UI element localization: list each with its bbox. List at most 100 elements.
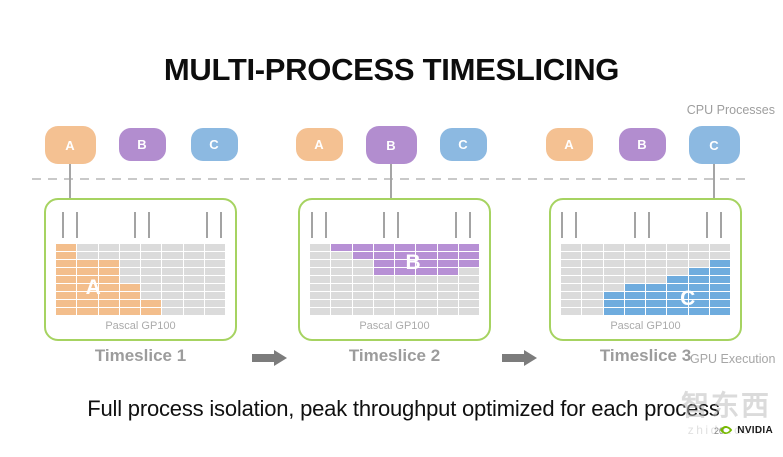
- gpu-queue-tick: [455, 212, 457, 238]
- gpu-grid-cell: [688, 252, 709, 259]
- chip-label: Pascal GP100: [610, 320, 681, 332]
- gpu-queue-tick: [325, 212, 327, 238]
- gpu-grid-cell: [310, 268, 331, 275]
- gpu-grid-cell: [688, 268, 709, 275]
- gpu-grid-cell: [119, 260, 140, 267]
- gpu-grid-cell: [373, 284, 394, 291]
- process-bubble-a: A: [44, 126, 96, 164]
- gpu-grid-cell: [331, 244, 352, 251]
- gpu-grid-cell: [119, 308, 140, 315]
- gpu-grid-cell: [141, 260, 162, 267]
- gpu-queue-tick: [311, 212, 313, 238]
- gpu-grid-cell: [183, 300, 204, 307]
- gpu-grid-cell: [667, 252, 688, 259]
- gpu-grid-cell: [624, 284, 645, 291]
- page-number: 20: [713, 426, 724, 436]
- gpu-grid-cell: [98, 276, 119, 283]
- summary-text: Full process isolation, peak throughput …: [87, 396, 720, 421]
- gpu-grid-cell: [56, 300, 77, 307]
- gpu-grid-cell: [183, 276, 204, 283]
- cpu-gpu-divider-line: [32, 178, 752, 180]
- gpu-grid-cell: [416, 300, 437, 307]
- gpu-queue-tick: [634, 212, 636, 238]
- gpu-queue-tick: [62, 212, 64, 238]
- gpu-queue-tick: [220, 212, 222, 238]
- gpu-grid-cell: [646, 260, 667, 267]
- gpu-grid-cell: [352, 252, 373, 259]
- gpu-grid-cell: [582, 284, 603, 291]
- gpu-grid-cell: [204, 284, 225, 291]
- arrow-right-icon: [252, 354, 274, 362]
- watermark: 智东西 zhidx.com: [670, 389, 782, 437]
- watermark-cn-text: 智东西: [680, 390, 771, 421]
- gpu-grid-cell: [561, 260, 582, 267]
- gpu-grid-cell: [141, 284, 162, 291]
- connector-line: [69, 164, 71, 207]
- gpu-queue-tick: [720, 212, 722, 238]
- gpu-grid-cell: [709, 308, 730, 315]
- gpu-grid-cell: [667, 284, 688, 291]
- gpu-queue-tick: [575, 212, 577, 238]
- gpu-grid-cell: [646, 268, 667, 275]
- gpu-grid-cell: [204, 244, 225, 251]
- gpu-grid-cell: [98, 300, 119, 307]
- gpu-grid-cell: [141, 300, 162, 307]
- gpu-grid-cell: [582, 260, 603, 267]
- gpu-grid-cell: [646, 244, 667, 251]
- gpu-grid-cell: [395, 300, 416, 307]
- gpu-grid-cell: [77, 260, 98, 267]
- gpu-grid-cell: [603, 260, 624, 267]
- process-bubble-c: C: [190, 128, 238, 161]
- gpu-grid-cell: [141, 292, 162, 299]
- gpu-grid-cell: [416, 284, 437, 291]
- gpu-grid-cell: [709, 268, 730, 275]
- gpu-grid-cell: [603, 244, 624, 251]
- gpu-grid-cell: [458, 268, 479, 275]
- nvidia-logo: NVIDIA: [719, 424, 773, 436]
- gpu-grid-cell: [395, 268, 416, 275]
- gpu-grid-cell: [77, 244, 98, 251]
- gpu-grid-cell: [458, 276, 479, 283]
- gpu-grid-cell: [373, 308, 394, 315]
- gpu-grid-cell: [688, 260, 709, 267]
- gpu-grid-cell: [204, 292, 225, 299]
- gpu-grid-cell: [77, 284, 98, 291]
- gpu-grid-cell: [119, 276, 140, 283]
- gpu-grid-cell: [582, 292, 603, 299]
- gpu-grid-cell: [56, 268, 77, 275]
- gpu-grid-cell: [310, 276, 331, 283]
- process-bubble-b: B: [118, 128, 166, 161]
- gpu-grid-cell: [331, 260, 352, 267]
- gpu-grid-cell: [395, 308, 416, 315]
- process-bubble-b: B: [618, 128, 666, 161]
- gpu-grid-cell: [56, 292, 77, 299]
- gpu-grid-cell: [162, 292, 183, 299]
- arrow-right-icon: [524, 350, 537, 366]
- gpu-grid-cell: [56, 260, 77, 267]
- gpu-grid-cell: [373, 252, 394, 259]
- gpu-grid-cell: [395, 244, 416, 251]
- gpu-grid-cell: [709, 260, 730, 267]
- gpu-grid-cell: [709, 300, 730, 307]
- gpu-grid-cell: [162, 284, 183, 291]
- gpu-grid-cell: [310, 244, 331, 251]
- gpu-grid-cell: [162, 260, 183, 267]
- gpu-grid-cell: [77, 268, 98, 275]
- gpu-grid-cell: [331, 252, 352, 259]
- connector-line: [390, 164, 392, 207]
- gpu-grid-cell: [624, 268, 645, 275]
- gpu-grid-cell: [458, 292, 479, 299]
- gpu-grid-cell: [709, 292, 730, 299]
- gpu-grid-cell: [561, 292, 582, 299]
- process-bubble-c: C: [439, 128, 487, 161]
- gpu-grid-cell: [373, 260, 394, 267]
- timeslice-label: Timeslice 3: [599, 346, 692, 365]
- connector-line: [713, 164, 715, 207]
- gpu-grid-cell: [141, 308, 162, 315]
- gpu-grid-cell: [624, 308, 645, 315]
- gpu-grid-cell: [119, 252, 140, 259]
- gpu-grid-cell: [204, 276, 225, 283]
- gpu-grid-cell: [437, 300, 458, 307]
- gpu-grid-cell: [352, 268, 373, 275]
